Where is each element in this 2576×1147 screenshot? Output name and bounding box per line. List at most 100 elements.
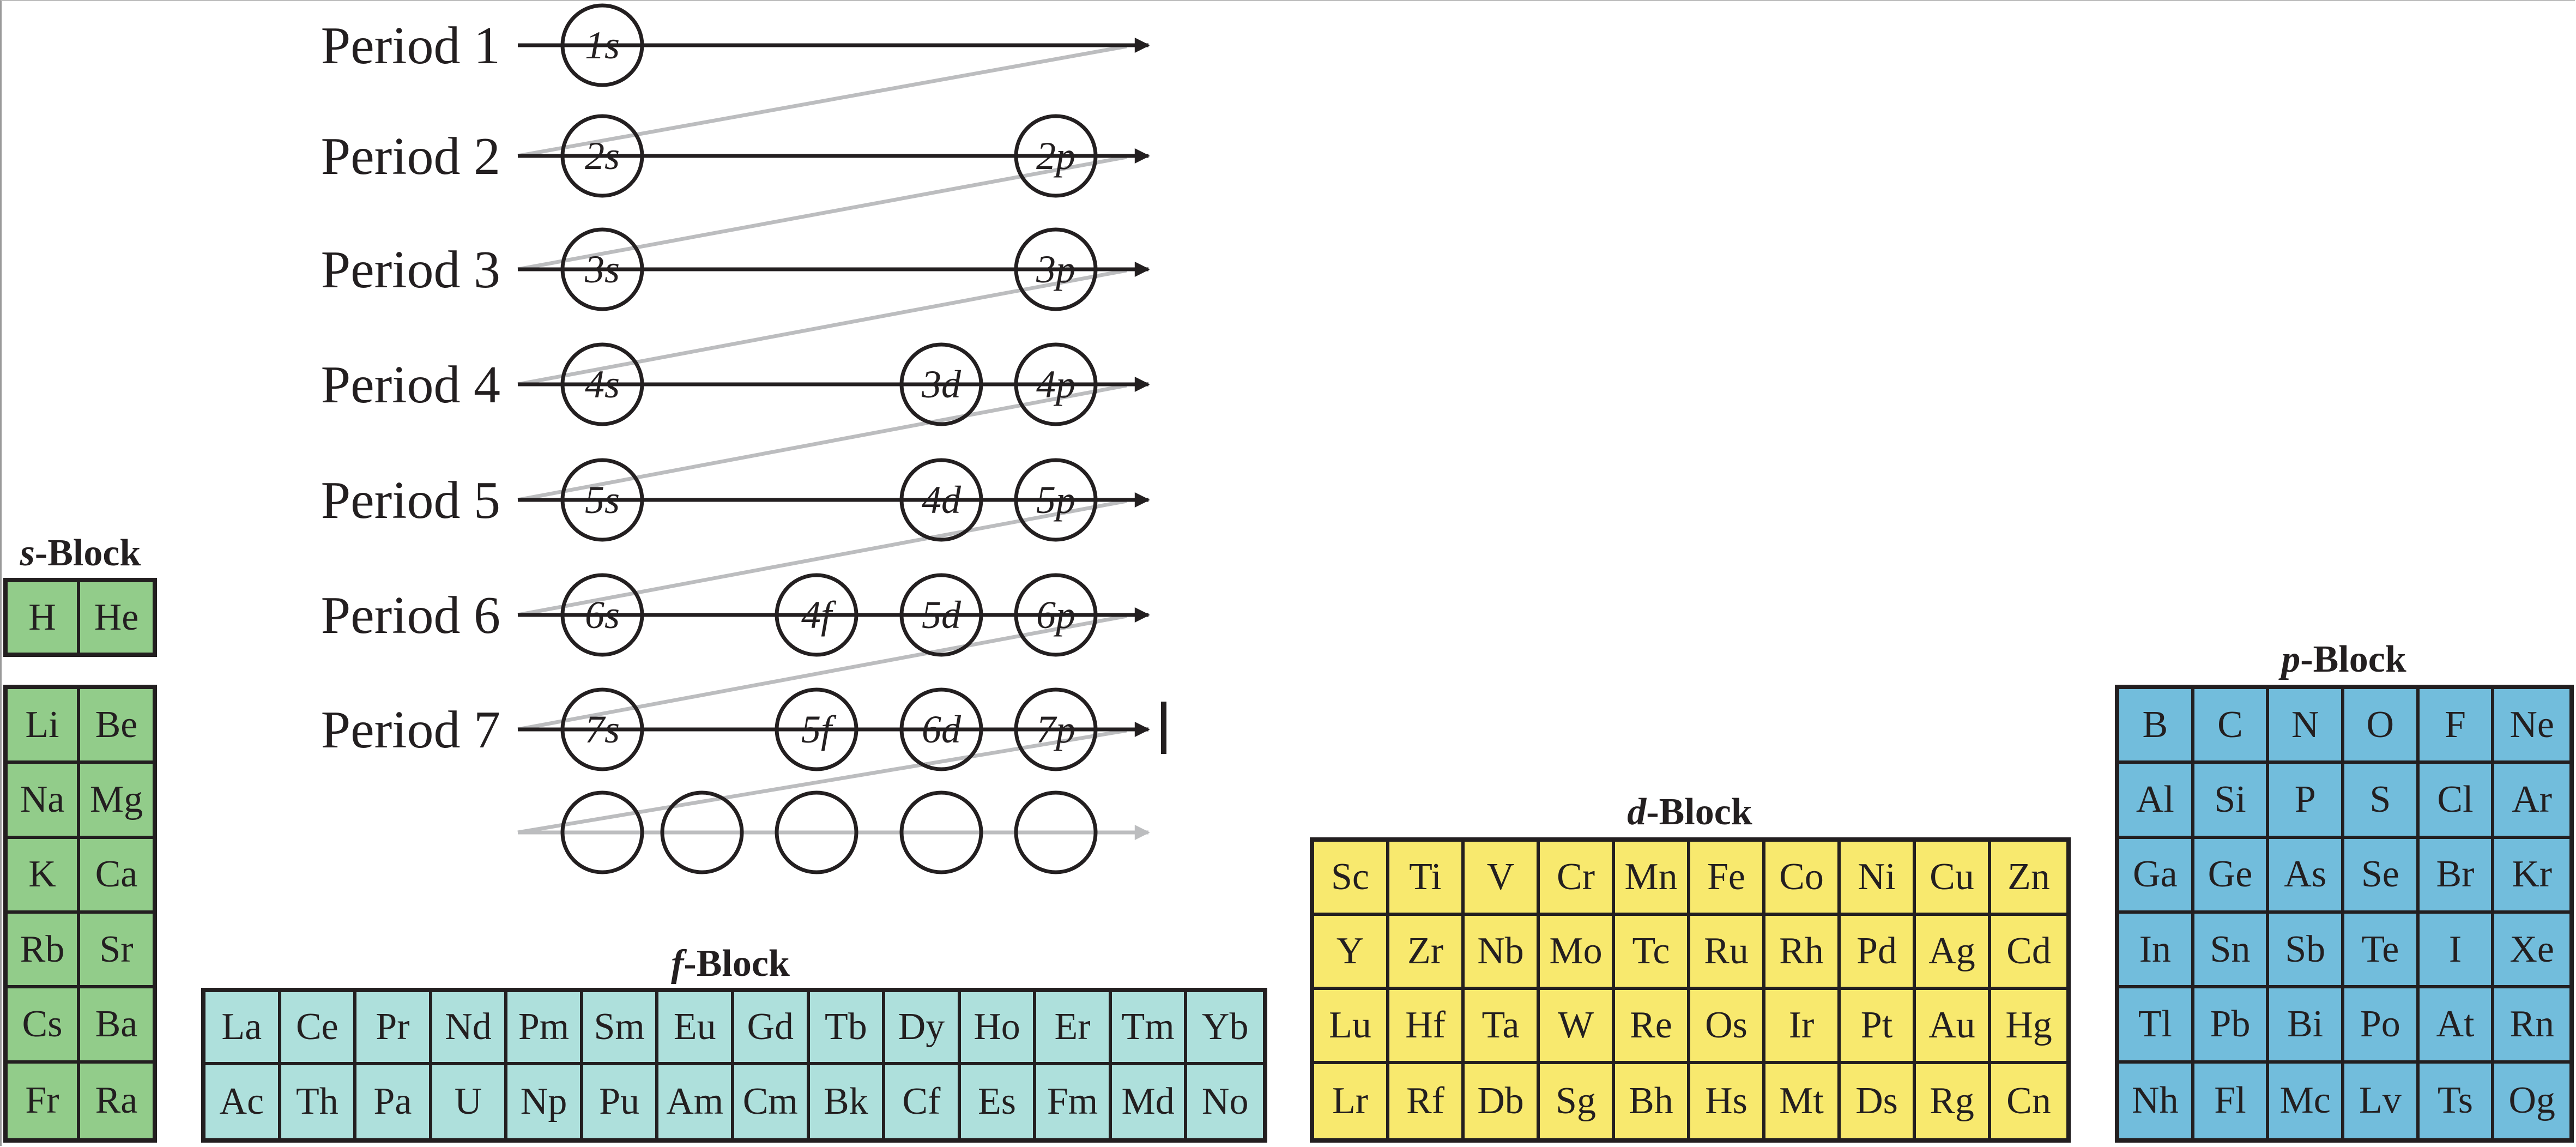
orbital-label-2s: 2s — [585, 134, 620, 178]
orbital-label-4p: 4p — [1036, 363, 1075, 406]
diagonal-connector — [517, 383, 1127, 502]
element-cell-tc: Tc — [1615, 916, 1690, 990]
element-cell-ta: Ta — [1465, 990, 1540, 1064]
element-cell-hs: Hs — [1690, 1064, 1765, 1138]
orbital-label-1s: 1s — [585, 23, 620, 67]
element-cell-c: C — [2194, 689, 2270, 764]
element-cell-u: U — [432, 1065, 508, 1138]
orbital-circle-7s — [560, 687, 644, 771]
element-cell-no: No — [1201, 1080, 1249, 1122]
orbital-label-2p: 2p — [1036, 134, 1075, 178]
orbital-label-3d: 3d — [921, 363, 962, 406]
element-cell-fm: Fm — [1036, 1065, 1112, 1138]
element-cell-k: K — [8, 838, 80, 914]
orbital-label-7s: 7s — [585, 708, 620, 751]
element-cell-te: Te — [2344, 913, 2420, 989]
diagonal-connector — [517, 499, 1127, 617]
element-cell-rh: Rh — [1765, 916, 1841, 990]
orbital-circle-4s — [560, 342, 644, 426]
period-label: Period 2 — [321, 127, 500, 186]
element-cell-ra: Ra — [95, 1079, 138, 1122]
element-cell-sc: Sc — [1314, 842, 1389, 916]
diagonal-connector — [517, 155, 1127, 271]
orbital-circle-6d — [899, 687, 983, 771]
orbital-label-6s: 6s — [585, 593, 620, 637]
element-cell-se: Se — [2344, 838, 2420, 914]
orbital-label-4f: 4f — [801, 593, 837, 637]
element-cell-f: F — [2419, 689, 2495, 764]
orbital-circles — [560, 3, 1098, 874]
element-cell-hf: Hf — [1389, 990, 1465, 1064]
element-cell-dy: Dy — [885, 992, 961, 1065]
element-cell-bh: Bh — [1615, 1064, 1690, 1138]
element-cell-nb: Nb — [1465, 916, 1540, 990]
element-cell-ts: Ts — [2420, 1063, 2495, 1138]
element-cell-ni: Ni — [1841, 842, 1916, 916]
element-cell-mg: Mg — [80, 764, 153, 839]
element-cell-pd: Pd — [1841, 916, 1916, 990]
element-cell-rb: Rb — [8, 913, 80, 989]
element-cell-cd: Cd — [1991, 916, 2066, 990]
element-cell-n: N — [2269, 689, 2344, 764]
element-cell-md: Md — [1112, 1065, 1188, 1138]
element-cell-tm: Tm — [1111, 992, 1188, 1065]
element-cell-ne: Ne — [2494, 689, 2569, 764]
orbital-circle-5p — [1014, 458, 1098, 542]
element-cell-w: W — [1540, 990, 1615, 1064]
period-label: Period 6 — [321, 586, 500, 645]
orbital-label-4d: 4d — [922, 478, 962, 522]
element-cell-sr: Sr — [80, 914, 153, 989]
element-cell-np: Np — [507, 1065, 583, 1138]
element-cell-y: Y — [1314, 916, 1389, 990]
empty-orbital-circle — [899, 790, 983, 874]
element-cell-pm: Pm — [507, 992, 583, 1065]
orbital-circle-5f — [775, 687, 858, 771]
f-block-title: f-Block — [671, 943, 790, 985]
element-cell-th: Th — [281, 1065, 357, 1138]
element-cell-zr: Zr — [1389, 916, 1465, 990]
element-cell-sg: Sg — [1540, 1064, 1615, 1138]
end-marker-bar — [1161, 702, 1166, 754]
element-cell-hg: Hg — [1991, 990, 2066, 1064]
orbital-circle-5d — [899, 573, 983, 657]
element-cell-al: Al — [2119, 764, 2194, 839]
element-cell-cl: Cl — [2419, 764, 2495, 839]
orbital-label-4s: 4s — [585, 363, 620, 406]
element-cell-rg: Rg — [1916, 1064, 1991, 1138]
orbital-circle-6p — [1014, 573, 1098, 657]
element-cell-gd: Gd — [734, 992, 810, 1065]
element-cell-xe: Xe — [2494, 914, 2569, 989]
orbital-circle-2p — [1014, 114, 1098, 198]
element-cell-as: As — [2269, 838, 2344, 914]
element-cell-tl: Tl — [2119, 988, 2194, 1064]
element-cell-mo: Mo — [1540, 916, 1615, 990]
s-block-title: s-Block — [20, 532, 141, 574]
element-cell-bi: Bi — [2269, 988, 2344, 1064]
element-cell-b: B — [2119, 689, 2194, 764]
element-cell-ar: Ar — [2494, 764, 2569, 839]
element-cell-li: Li — [8, 689, 80, 764]
element-cell-am: Am — [658, 1065, 734, 1138]
element-cell-at: At — [2419, 988, 2495, 1064]
element-cell-be: Be — [80, 689, 153, 764]
element-cell-re: Re — [1615, 990, 1690, 1064]
empty-orbital-circle — [660, 790, 744, 874]
orbital-circle-4p — [1014, 342, 1098, 426]
element-cell-bk: Bk — [810, 1065, 886, 1138]
element-cell-ga: Ga — [2119, 838, 2194, 914]
p-block-title: p-Block — [2281, 638, 2406, 680]
element-cell-in: In — [2119, 913, 2194, 989]
element-cell-lr: Lr — [1314, 1064, 1389, 1138]
orbital-label-5p: 5p — [1036, 478, 1075, 522]
element-cell-ca: Ca — [80, 839, 153, 914]
element-cell-pt: Pt — [1841, 990, 1916, 1064]
element-cell-kr: Kr — [2494, 839, 2569, 914]
orbital-circle-4f — [775, 573, 858, 657]
element-cell-rn: Rn — [2494, 988, 2569, 1064]
element-cell-ba: Ba — [80, 988, 153, 1064]
element-cell-cm: Cm — [734, 1065, 810, 1138]
